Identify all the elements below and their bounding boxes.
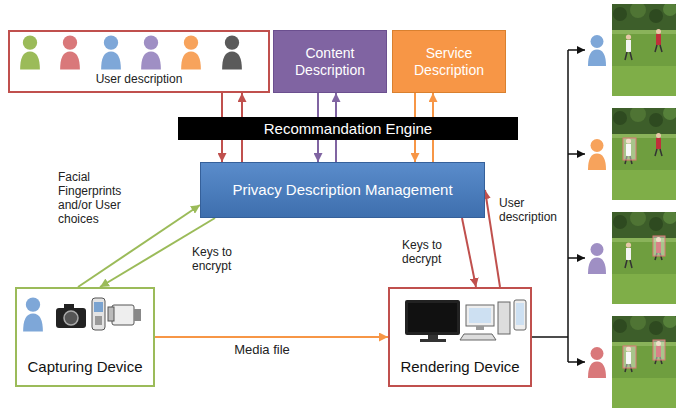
bus-arrow — [568, 361, 585, 363]
privacy-mask — [653, 236, 665, 256]
photo — [612, 210, 676, 304]
privacy-mask — [623, 138, 636, 160]
node-text: Capturing Device — [27, 358, 142, 376]
user-icon — [141, 36, 161, 70]
camera-icon — [56, 304, 86, 328]
privacy-mask — [623, 346, 636, 368]
rendered-photos — [612, 2, 676, 408]
photo — [612, 314, 676, 408]
photo — [612, 106, 676, 200]
viewer-icon — [588, 347, 606, 378]
bus-arrow — [568, 153, 585, 155]
rendering-device-box: Rendering Device — [388, 287, 532, 387]
user-description-box: User description — [8, 30, 270, 93]
engine-bar: Recommandation Engine — [178, 117, 518, 140]
connector — [155, 336, 388, 338]
privacy-mask — [653, 340, 665, 360]
node-text: Rendering Device — [400, 358, 519, 376]
edge-label: User description — [497, 196, 561, 224]
edge-label: Keys to decrypt — [400, 238, 460, 266]
user-icon — [181, 36, 201, 70]
viewer-icon — [588, 139, 606, 170]
edge-label: Keys to encrypt — [190, 245, 254, 273]
bus-arrow — [568, 49, 585, 51]
edge-label: Media file — [215, 343, 309, 357]
camcorder-icon — [108, 305, 141, 325]
user-icon — [23, 298, 43, 332]
node-text: Recommandation Engine — [264, 120, 432, 138]
service-description-box: Service Description — [392, 30, 506, 93]
viewer-icons — [588, 35, 606, 378]
connector — [462, 218, 476, 287]
tv-icon — [405, 300, 460, 342]
node-text: Content Description — [282, 45, 378, 79]
phone-icon — [92, 298, 105, 330]
user-icons — [20, 36, 242, 70]
node-text: User description — [96, 72, 183, 86]
capturing-device-box: Capturing Device — [15, 287, 155, 387]
bus-line — [532, 336, 568, 338]
bus-line — [567, 50, 569, 362]
edge-label: Facial Fingerprints and/or User choices — [56, 170, 136, 226]
tablet-icon — [514, 300, 526, 330]
rendering-icons — [405, 300, 526, 342]
node-text: Service Description — [401, 45, 497, 79]
user-icon — [222, 36, 242, 70]
user-icon — [20, 36, 40, 70]
user-icon — [101, 36, 121, 70]
capturing-icons — [23, 298, 141, 332]
content-description-box: Content Description — [273, 30, 387, 93]
node-text: Privacy Description Management — [232, 181, 452, 199]
bus-arrow — [568, 257, 585, 259]
viewer-icon — [588, 35, 606, 66]
user-icon — [60, 36, 80, 70]
viewer-icon — [588, 243, 606, 274]
computer-icon — [460, 302, 510, 340]
management-box: Privacy Description Management — [200, 162, 485, 218]
photo — [612, 2, 676, 96]
